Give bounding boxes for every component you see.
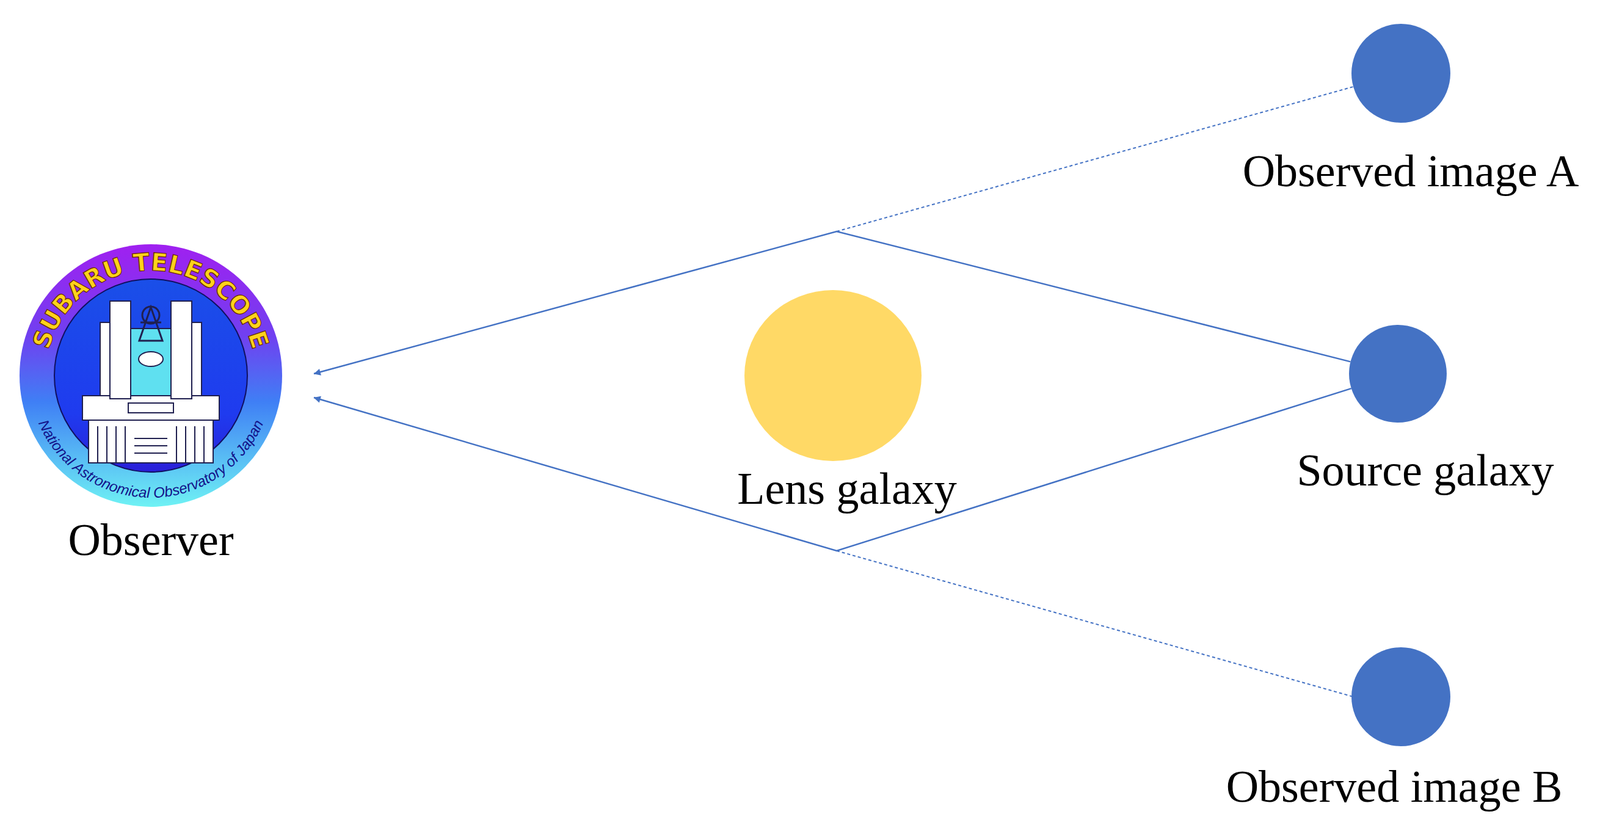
node-label: Observed image A [1242, 148, 1580, 194]
galaxy-disc [1351, 23, 1451, 123]
galaxy-disc [1351, 647, 1451, 747]
node-label: Observer [67, 517, 234, 563]
logo-subtitle-text: National Astronomical Observatory of Jap… [35, 417, 267, 501]
apparent-ray [836, 550, 1354, 697]
galaxy-disc [1349, 324, 1447, 423]
node-label: Source galaxy [1296, 447, 1554, 493]
image-node: Observed image B [1226, 647, 1563, 810]
logo-subtitle: National Astronomical Observatory of Jap… [35, 417, 267, 501]
telescope-logo: SUBARU TELESCOPE National Astronomical O… [18, 243, 284, 509]
node-label: Observed image B [1226, 763, 1563, 810]
node-label: Lens galaxy [737, 465, 957, 512]
lens-galaxy: Lens galaxy [737, 290, 957, 512]
observer: SUBARU TELESCOPE National Astronomical O… [18, 243, 284, 563]
source-galaxy: Source galaxy [1296, 324, 1554, 493]
logo-title-text: SUBARU TELESCOPE [26, 247, 275, 353]
galaxy-disc [744, 290, 922, 462]
image-node: Observed image A [1242, 23, 1580, 194]
logo-title: SUBARU TELESCOPE [26, 247, 275, 353]
